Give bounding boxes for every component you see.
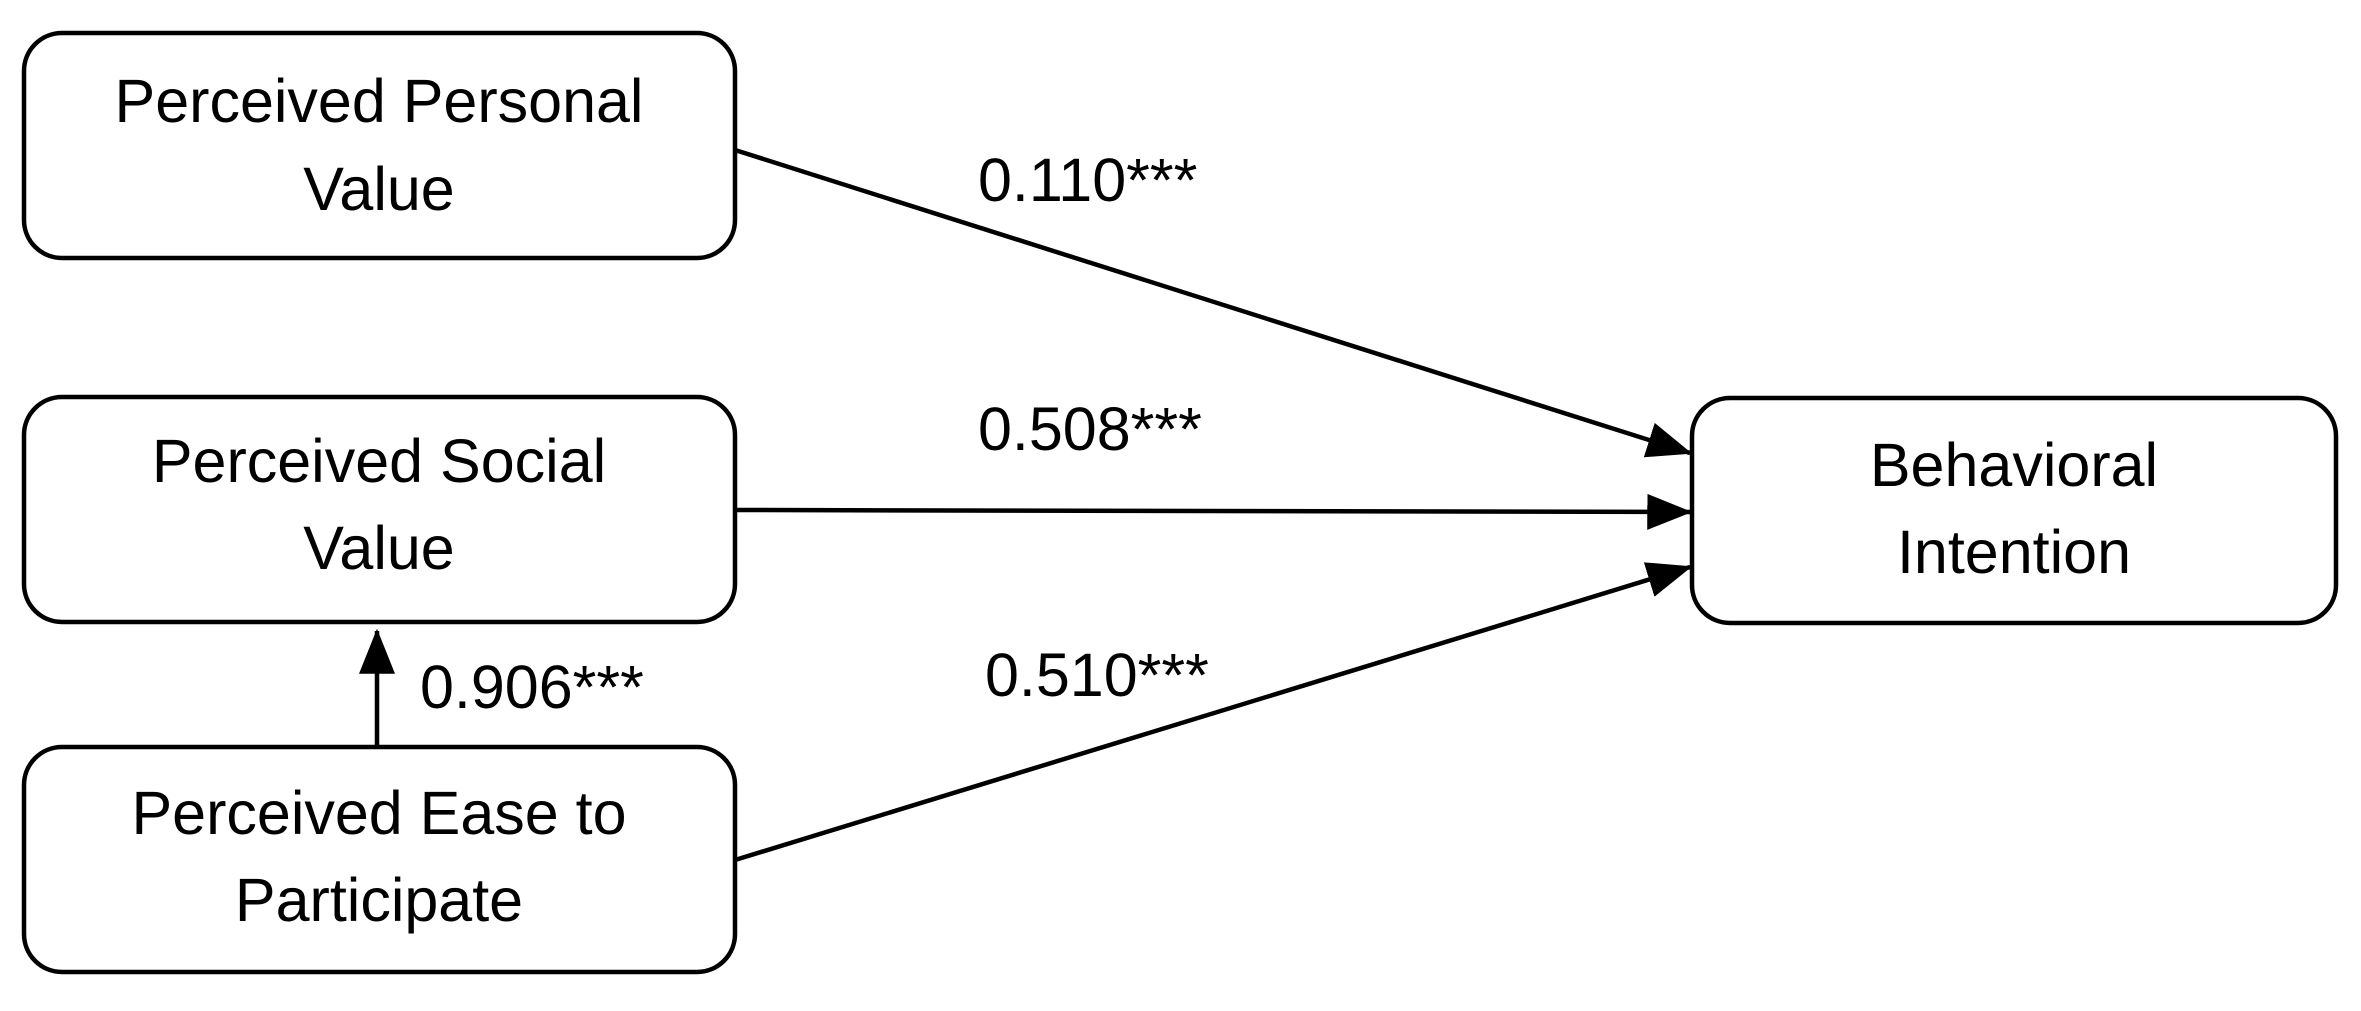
node-label-line2: Value: [303, 155, 455, 223]
edge-ease-to-intention: [734, 562, 1693, 863]
edge-personal-to-intention: [734, 147, 1693, 458]
edge-label-social-to-intention: 0.508***: [978, 395, 1202, 463]
edge-label-ease-to-intention: 0.510***: [985, 641, 1209, 709]
edge-social-to-intention: [734, 493, 1693, 530]
edge-label-personal-to-intention: 0.110***: [978, 146, 1197, 214]
node-label-line2: Intention: [1897, 518, 2131, 586]
node-label-line1: Perceived Social: [152, 427, 606, 495]
node-perceived-personal-value: Perceived Personal Value: [21, 30, 738, 261]
node-label-line1: Perceived Ease to: [131, 779, 626, 847]
node-behavioral-intention: Behavioral Intention: [1689, 395, 2339, 626]
node-perceived-social-value: Perceived Social Value: [21, 394, 738, 625]
edge-label-ease-to-social: 0.906***: [420, 653, 644, 721]
node-label-line2: Participate: [235, 866, 523, 934]
node-perceived-ease-to-participate: Perceived Ease to Participate: [21, 744, 738, 975]
node-label-line1: Behavioral: [1870, 431, 2158, 499]
node-label-line1: Perceived Personal: [115, 67, 644, 135]
node-label-line2: Value: [303, 514, 455, 582]
